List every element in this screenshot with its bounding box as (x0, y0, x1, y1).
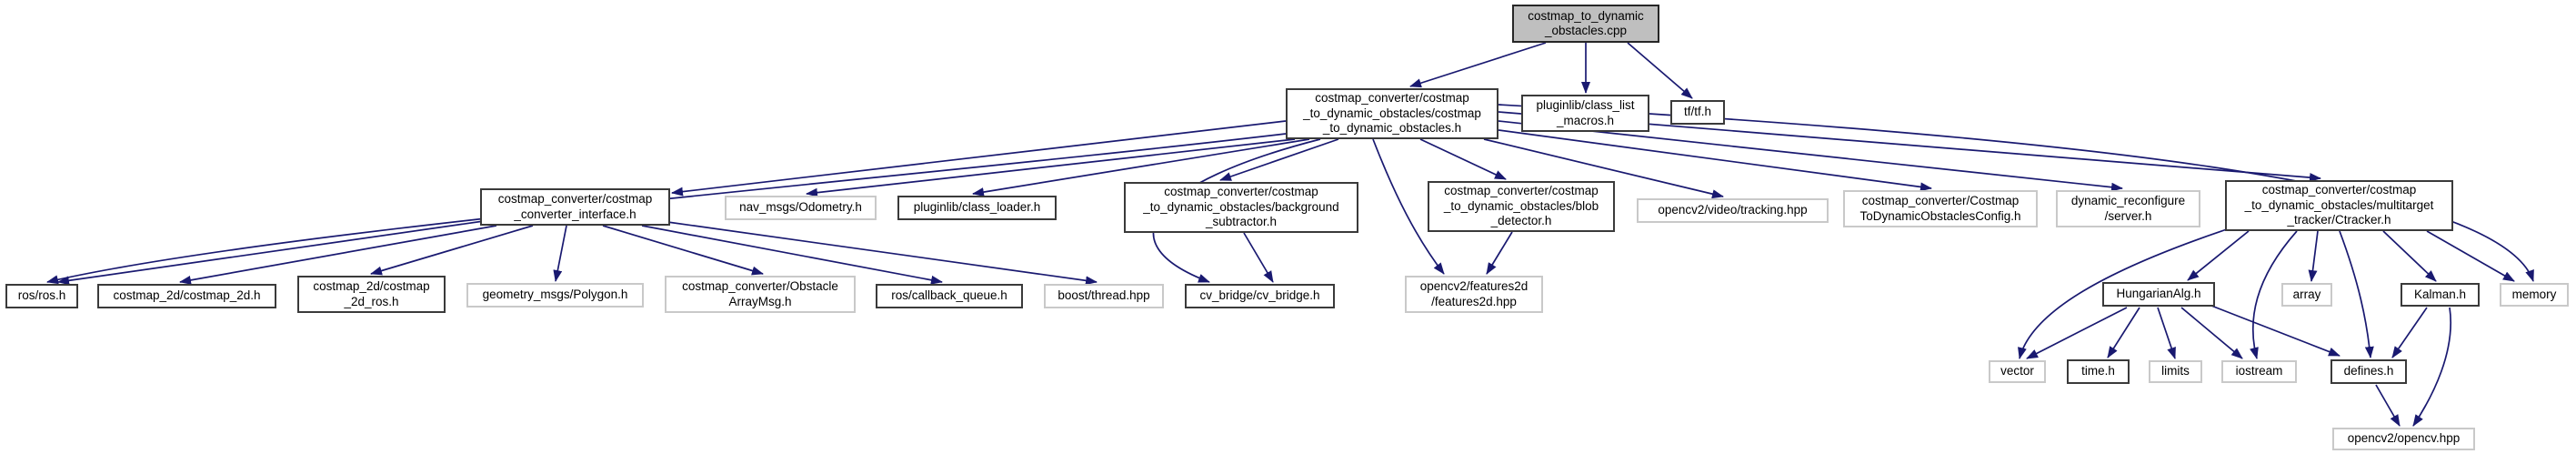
node-mainh[interactable]: costmap_converter/costmap _to_dynamic_ob… (1286, 88, 1498, 139)
node-poly: geometry_msgs/Polygon.h (466, 283, 644, 308)
node-timeh[interactable]: time.h (2067, 359, 2130, 384)
edge-cpp-to-mainh (1409, 42, 1547, 88)
edge-kalman-to-def (2391, 307, 2428, 358)
node-dynrec: dynamic_reconfigure /server.h (2056, 190, 2200, 227)
edge-hung-to-ios (2180, 307, 2243, 359)
edge-blob-to-feat2d (1486, 231, 1513, 275)
node-ocv: opencv2/opencv.hpp (2332, 428, 2475, 450)
edge-ctracker-to-hung (2187, 230, 2250, 281)
edge-bgsub-to-cvbridge (1243, 232, 1274, 283)
edge-hung-to-vec (2026, 307, 2128, 359)
edge-hung-to-def (2210, 305, 2340, 357)
edge-iface-to-obsarr (602, 225, 764, 276)
node-ios: iostream (2221, 360, 2297, 383)
node-config: costmap_converter/Costmap ToDynamicObsta… (1843, 190, 2038, 227)
edge-mainh-to-trackhpp (1483, 138, 1724, 199)
edge-mainh-to-config (1498, 129, 1932, 192)
edge-ctracker-to-ios (2250, 230, 2298, 359)
edge-mainh-to-odom (806, 138, 1296, 197)
edge-mainh-to-dynrec (1498, 120, 2123, 192)
node-clm[interactable]: pluginlib/class_list _macros.h (1521, 95, 1649, 132)
edge-mainh-to-iface (671, 120, 1287, 197)
node-trackhpp: opencv2/video/tracking.hpp (1637, 198, 1829, 223)
node-c2dros[interactable]: costmap_2d/costmap _2d_ros.h (297, 276, 446, 313)
edge-ctracker-to-arr (2308, 230, 2319, 282)
node-loader[interactable]: pluginlib/class_loader.h (897, 196, 1057, 220)
node-c2d[interactable]: costmap_2d/costmap_2d.h (97, 284, 276, 308)
node-odom: nav_msgs/Odometry.h (725, 196, 877, 220)
node-cpp: costmap_to_dynamic _obstacles.cpp (1512, 5, 1659, 43)
node-cbq[interactable]: ros/callback_queue.h (876, 284, 1023, 308)
node-blob[interactable]: costmap_converter/costmap _to_dynamic_ob… (1428, 181, 1615, 232)
edge-iface-to-c2dros (370, 225, 534, 276)
edge-kalman-to-ocv (2412, 307, 2451, 427)
edge-iface-to-boostthread (667, 221, 1098, 286)
edge-ctracker-to-def (2339, 230, 2374, 358)
edge-mainh-to-blob (1419, 138, 1507, 180)
node-obsarr: costmap_converter/Obstacle ArrayMsg.h (665, 276, 856, 313)
edge-mainh-to-feat2d (1372, 138, 1445, 275)
edge-def-to-ocv (2375, 384, 2401, 427)
edge-hung-to-timeh (2107, 307, 2140, 358)
edge-mainh-to-bgsub (1219, 138, 1339, 181)
node-arr: array (2281, 283, 2332, 307)
edge-iface-to-cbq (641, 225, 943, 285)
node-feat2d: opencv2/features2d /features2d.hpp (1405, 276, 1543, 313)
node-lim: limits (2149, 360, 2202, 383)
node-kalman[interactable]: Kalman.h (2401, 283, 2480, 307)
node-bgsub[interactable]: costmap_converter/costmap _to_dynamic_ob… (1124, 182, 1358, 233)
node-mem: memory (2500, 283, 2569, 307)
edge-ctracker-to-vec (2018, 227, 2230, 359)
node-vec: vector (1989, 360, 2046, 383)
edge-mainh-to-loader (972, 138, 1310, 197)
node-def[interactable]: defines.h (2330, 359, 2407, 384)
node-tfh[interactable]: tf/tf.h (1670, 100, 1725, 125)
node-ctracker[interactable]: costmap_converter/costmap _to_dynamic_ob… (2225, 180, 2453, 231)
node-hung[interactable]: HungarianAlg.h (2102, 282, 2215, 307)
edge-iface-to-rosh (57, 220, 485, 286)
node-iface[interactable]: costmap_converter/costmap _converter_int… (480, 188, 670, 226)
node-boostthread: boost/thread.hpp (1044, 284, 1164, 308)
edge-hung-to-lim (2157, 307, 2176, 359)
edge-cpp-to-tfh (1627, 42, 1693, 99)
edge-iface-to-c2d (179, 225, 497, 285)
node-rosh[interactable]: ros/ros.h (5, 284, 78, 308)
edge-iface-to-poly (553, 225, 567, 282)
edge-ctracker-to-kalman (2382, 230, 2437, 282)
node-cvbridge[interactable]: cv_bridge/cv_bridge.h (1185, 284, 1335, 308)
edge-ctracker-to-mem (2426, 230, 2515, 282)
edge-mainh-to-mem (1498, 104, 2534, 282)
